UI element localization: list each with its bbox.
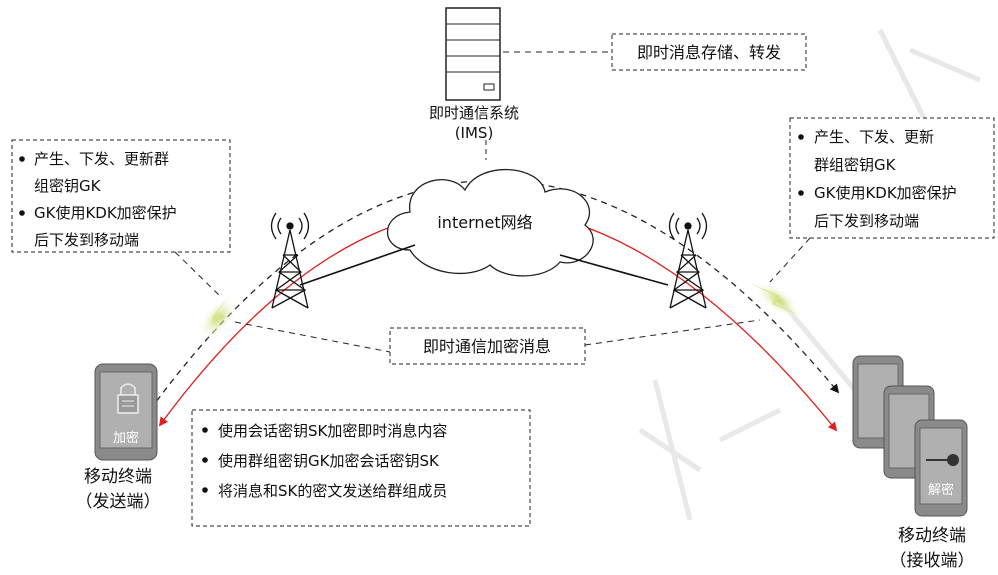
- right-signal-bolt-icon: [748, 281, 802, 319]
- server-name: 即时通信系统: [429, 104, 519, 122]
- left-note: [11, 139, 231, 253]
- storage-label: 即时消息存储、转发: [637, 43, 781, 62]
- right-note-item: 后下发到移动端: [814, 212, 919, 230]
- right-note-item: GK使用KDK加密保护: [814, 184, 957, 202]
- server-abbr: (IMS): [455, 124, 494, 142]
- server-icon: [445, 7, 501, 101]
- storage-note: [611, 33, 807, 71]
- left-note-item: 组密钥GK: [34, 177, 102, 195]
- receiver-title: 移动终端: [898, 526, 966, 546]
- receiver-phones-icon: [852, 355, 968, 517]
- right-note-item: 产生、下发、更新: [814, 128, 934, 146]
- center-note: [191, 409, 531, 527]
- right-note-item: 群组密钥GK: [814, 156, 897, 174]
- center-note-item: 使用会话密钥SK加密即时消息内容: [218, 422, 447, 440]
- receiver-phone-label: 解密: [928, 482, 954, 498]
- center-note-item: 将消息和SK的密文发送给群组成员: [218, 482, 447, 500]
- network-label: internet网络: [437, 213, 532, 232]
- left-signal-bolt-icon: [198, 294, 238, 342]
- encrypted-message-label: 即时通信加密消息: [423, 337, 551, 356]
- right-tower-icon: [668, 212, 708, 309]
- left-note-item: 产生、下发、更新群: [34, 150, 169, 168]
- cloud-icon: [386, 168, 594, 277]
- encrypted-message-box: [389, 327, 586, 365]
- left-note-item: 后下发到移动端: [34, 231, 139, 249]
- receiver-subtitle: （接收端）: [890, 551, 975, 571]
- right-note: [789, 117, 995, 239]
- sender-subtitle: （发送端）: [76, 492, 161, 512]
- center-note-item: 使用群组密钥GK加密会话密钥SK: [218, 452, 440, 470]
- left-tower-icon: [270, 212, 310, 309]
- sender-phone-icon: [94, 363, 158, 461]
- sender-phone-label: 加密: [113, 430, 139, 446]
- left-note-item: GK使用KDK加密保护: [34, 204, 177, 222]
- sender-title: 移动终端: [84, 467, 152, 487]
